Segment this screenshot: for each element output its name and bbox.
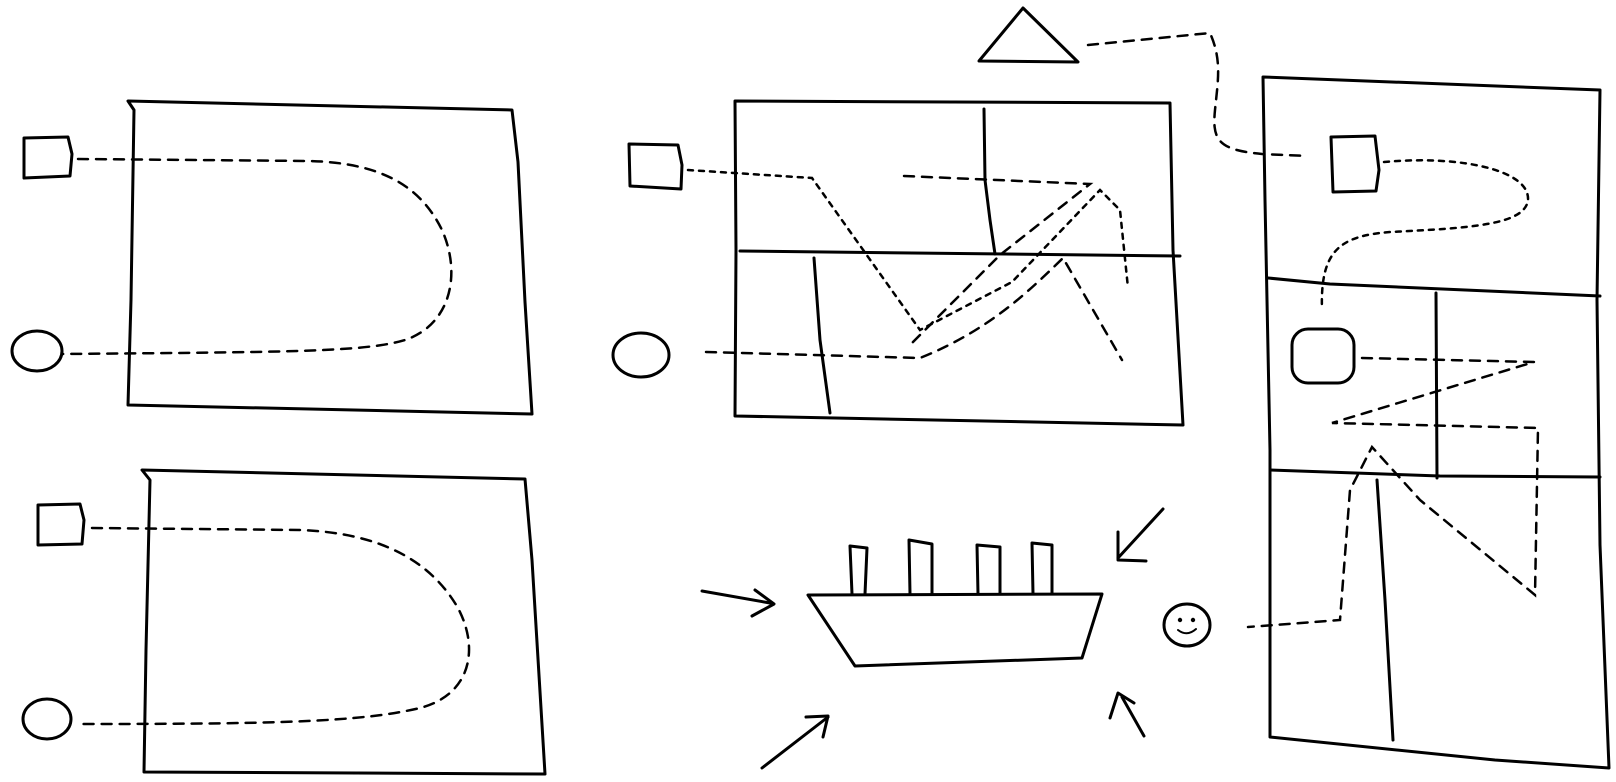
square-marker [38,504,84,545]
panel-divider-vertical-top [984,109,995,254]
panel-bottom-left [23,470,545,774]
dashed-route [1248,358,1538,627]
panel-divider-middle [1270,470,1600,477]
square-marker [629,144,682,189]
smiley-marker [1164,604,1210,646]
dashed-route [62,159,451,354]
panel-divider-vertical-bottom [814,258,830,413]
triangle-marker [979,8,1078,62]
dashed-route [76,528,469,724]
panel-top-middle [613,101,1183,425]
smiley-eye-left [1178,618,1182,622]
panel-top-left [12,101,532,414]
ship-smokestack-2 [909,540,932,594]
circle-marker [23,699,71,739]
ship-smokestack-3 [977,545,1000,594]
rounded-square-marker [1292,329,1354,383]
panel-divider-vertical-upper [1436,293,1437,478]
panel-bottom-left-frame [142,470,545,774]
panel-top-middle-frame [735,101,1183,425]
panel-top-left-frame [128,101,532,414]
circle-marker [613,333,669,377]
smiley-mouth [1178,629,1196,633]
panel-divider-vertical-lower [1377,480,1393,740]
square-marker [24,137,72,178]
triangle-marker-group [979,8,1308,156]
ship-smokestack-4 [1032,543,1052,594]
ship-smokestack-1 [850,546,867,594]
dash-dot-route [706,258,1122,360]
panel-divider-horizontal [740,251,1180,256]
circle-marker [12,331,62,371]
square-marker [1331,136,1379,192]
ship-hull [808,594,1102,666]
dashed-link [1088,33,1308,156]
panel-right [1248,77,1609,768]
arrow-left-icon [702,590,774,616]
smiley-face [1164,604,1210,646]
arrow-top-right-icon [1118,509,1163,561]
arrow-bottom-right-icon [1110,693,1144,736]
ship [808,540,1102,666]
panel-divider-upper [1268,278,1600,296]
arrow-bottom-left-icon [762,716,828,768]
smiley-eye-right [1191,618,1195,622]
